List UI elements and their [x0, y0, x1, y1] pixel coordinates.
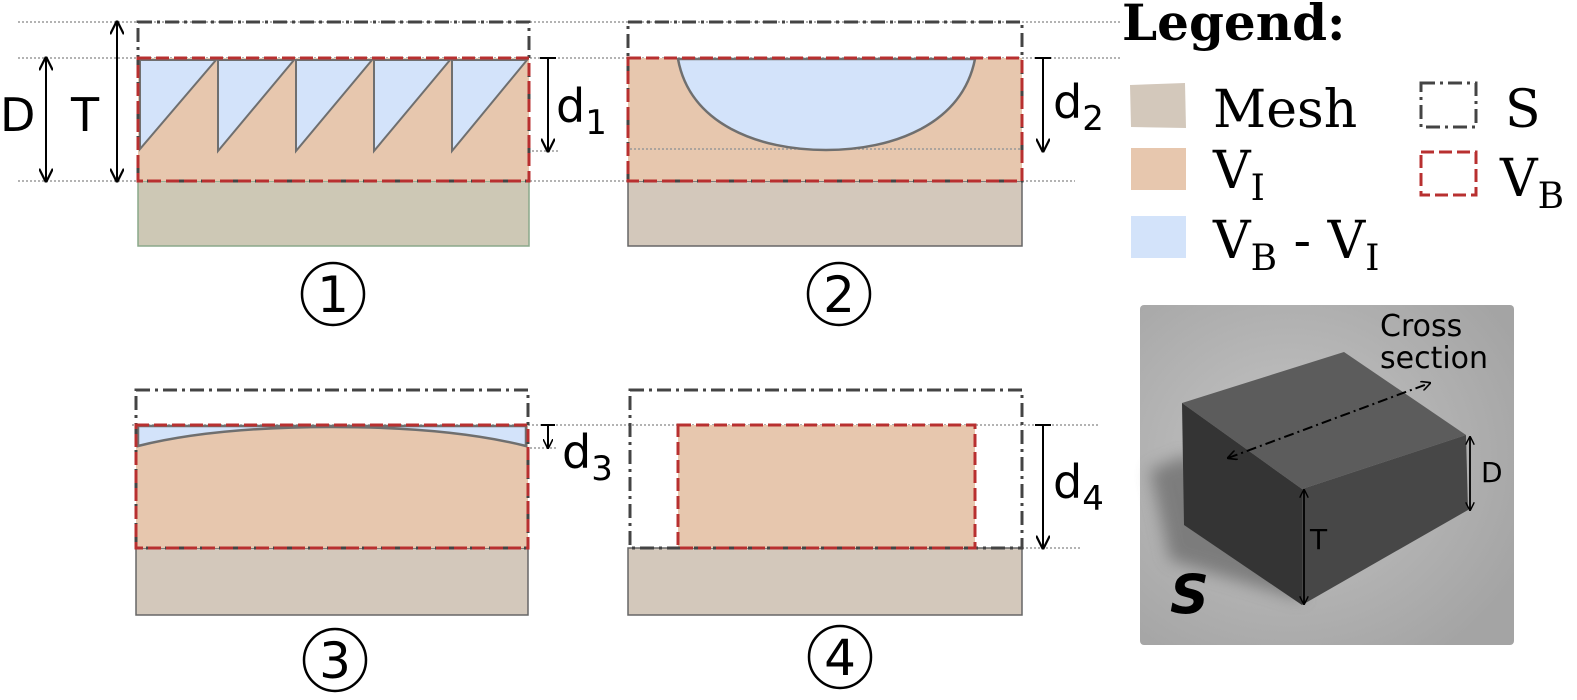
vb-minus-vi-teeth [139, 59, 530, 154]
photo-label-S: S [1170, 563, 1209, 626]
legend-s: S [1419, 80, 1541, 140]
label-T: T [70, 88, 100, 142]
panel-3 [134, 388, 530, 616]
mesh-block [627, 547, 1023, 616]
vi-region [136, 425, 528, 548]
label-d2: d2 [1053, 75, 1104, 139]
cross-section-label-1: Cross [1380, 309, 1462, 344]
label-d4: d4 [1053, 455, 1104, 519]
cube-label-T: T [1309, 523, 1328, 556]
label-D: D [0, 88, 35, 142]
vi-region [678, 425, 975, 548]
svg-text:S: S [1505, 80, 1541, 140]
cube-left-face [1182, 403, 1302, 605]
dimension-arrows-3 [541, 424, 555, 448]
svg-text:Mesh: Mesh [1213, 80, 1357, 140]
vb-boundary [676, 423, 977, 550]
legend-title: Legend: [1122, 0, 1346, 52]
s-boundary [628, 388, 1024, 550]
svg-text:4: 4 [824, 629, 856, 687]
svg-text:1: 1 [317, 266, 349, 324]
svg-text:VB: VB [1499, 149, 1564, 217]
mesh-block [137, 180, 530, 247]
vb-boundary [134, 423, 530, 550]
cube-label-D: D [1481, 456, 1503, 489]
mesh-block [627, 180, 1023, 247]
mesh-block [135, 547, 529, 616]
legend: Legend: Mesh S VI VB VB - VI [1122, 0, 1564, 279]
legend-vb: VB [1419, 149, 1564, 217]
legend-mesh: Mesh [1130, 80, 1357, 140]
panel-number-2: 2 [806, 261, 872, 327]
cross-section-label-2: section [1380, 341, 1488, 376]
legend-vb-minus-vi: VB - VI [1131, 211, 1379, 279]
vb-minus-vi-bowl [676, 57, 977, 152]
label-d3: d3 [562, 425, 613, 489]
panel-number-3: 3 [302, 627, 368, 693]
svg-text:2: 2 [823, 266, 855, 324]
vb-boundary [626, 56, 1024, 183]
cross-section-arrow [1228, 383, 1430, 458]
svg-text:3: 3 [319, 632, 351, 690]
dimension-arrows-2 [1035, 57, 1051, 151]
dimension-arrows-4 [1035, 424, 1051, 548]
vb-boundary [136, 56, 531, 183]
panel-number-4: 4 [807, 624, 873, 690]
cube-right-face [1302, 435, 1468, 605]
panel-1 [136, 20, 531, 247]
legend-vi: VI [1131, 141, 1265, 209]
label-d1: d1 [556, 79, 607, 143]
svg-text:VI: VI [1212, 141, 1265, 209]
svg-text:VB - VI: VB - VI [1212, 211, 1379, 279]
panel-2 [626, 20, 1024, 247]
panel-4 [627, 388, 1024, 616]
cube-photo: Cross section D T S [1140, 305, 1514, 645]
dimension-arrows-1 [46, 22, 556, 181]
panel-number-1: 1 [300, 261, 366, 327]
vb-minus-vi-cap [136, 424, 528, 448]
